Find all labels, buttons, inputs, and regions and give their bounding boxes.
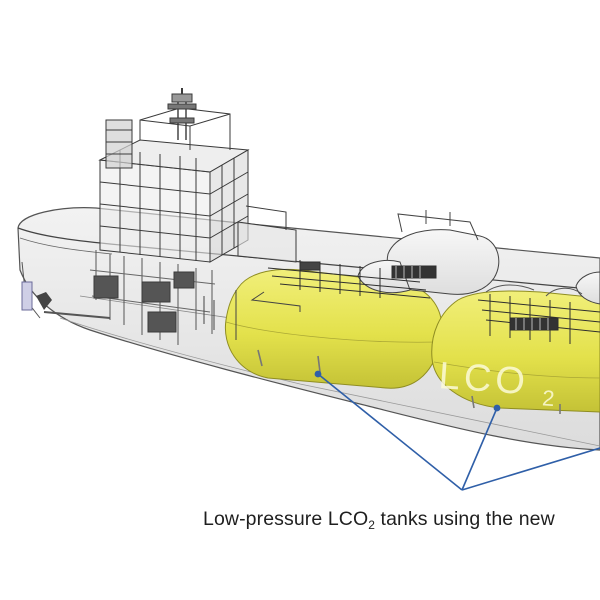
caption-text-end: tanks using the new bbox=[375, 508, 555, 530]
tank-marking-subscript: 2 bbox=[541, 385, 559, 411]
tank-marking-letters: LCO bbox=[437, 355, 530, 403]
tank-marking: LCO 2 bbox=[437, 355, 561, 411]
leader-lines bbox=[314, 370, 600, 491]
lco2-tank-aft bbox=[224, 268, 443, 389]
svg-text:LCO 2: LCO 2 bbox=[437, 355, 561, 411]
superstructure bbox=[89, 88, 297, 345]
caption-text-start: Low-pressure LCO bbox=[203, 508, 369, 530]
caption-subscript: 2 bbox=[368, 518, 376, 532]
deck-piping bbox=[203, 260, 600, 344]
figure-caption: Low-pressure LCO2 tanks using the new bbox=[203, 508, 555, 532]
